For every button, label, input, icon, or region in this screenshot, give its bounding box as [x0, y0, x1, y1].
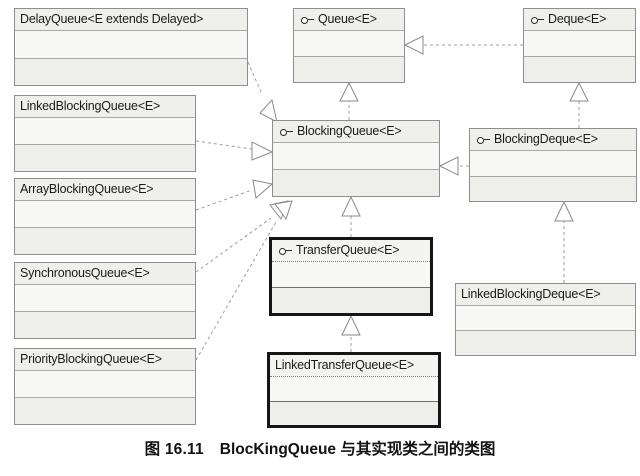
class-name-label: LinkedBlockingQueue<E> [20, 99, 161, 113]
interface-lollipop-icon [280, 128, 294, 136]
class-name-compartment: LinkedTransferQueue<E> [270, 355, 438, 377]
class-name-label: TransferQueue<E> [296, 243, 400, 257]
attributes-compartment [15, 118, 195, 145]
connector-blockingdeque-to-deque [569, 81, 589, 128]
attributes-compartment [15, 31, 247, 59]
attributes-compartment [15, 371, 195, 398]
operations-compartment [15, 398, 195, 424]
operations-compartment [294, 57, 404, 82]
connector-deque-to-queue [403, 35, 523, 55]
class-name-label: Deque<E> [548, 12, 607, 26]
uml-class-linked-blocking-deque[interactable]: LinkedBlockingDeque<E> [455, 283, 636, 356]
figure-caption: 图 16.11 BlocKingQueue 与其实现类之间的类图 [0, 437, 640, 459]
connector-linkedblockingqueue-to-blockingqueue [195, 140, 274, 161]
uml-interface-blocking-queue[interactable]: BlockingQueue<E> [272, 120, 440, 197]
class-name-label: DelayQueue<E extends Delayed> [20, 12, 204, 26]
operations-compartment [15, 145, 195, 171]
class-name-label: Queue<E> [318, 12, 377, 26]
operations-compartment [456, 331, 635, 355]
class-name-compartment: ArrayBlockingQueue<E> [15, 179, 195, 201]
uml-class-linked-blocking-queue[interactable]: LinkedBlockingQueue<E> [14, 95, 196, 172]
uml-interface-blocking-deque[interactable]: BlockingDeque<E> [469, 128, 637, 202]
connector-arrayblockingqueue-to-blockingqueue [195, 179, 274, 211]
class-name-compartment: LinkedBlockingQueue<E> [15, 96, 195, 118]
attributes-compartment [272, 262, 430, 288]
attributes-compartment [524, 31, 635, 57]
figure-title: BlocKingQueue 与其实现类之间的类图 [219, 441, 496, 458]
attributes-compartment [15, 201, 195, 228]
class-name-compartment: DelayQueue<E extends Delayed> [15, 9, 247, 31]
class-name-label: LinkedTransferQueue<E> [275, 358, 414, 372]
attributes-compartment [456, 306, 635, 331]
uml-class-delay-queue[interactable]: DelayQueue<E extends Delayed> [14, 8, 248, 86]
uml-class-linked-transfer-queue[interactable]: LinkedTransferQueue<E> [267, 352, 441, 428]
uml-interface-transfer-queue[interactable]: TransferQueue<E> [269, 237, 433, 316]
class-name-compartment: BlockingQueue<E> [273, 121, 439, 143]
attributes-compartment [15, 285, 195, 312]
uml-class-synchronous-queue[interactable]: SynchronousQueue<E> [14, 262, 196, 339]
interface-lollipop-icon [477, 136, 491, 144]
uml-interface-deque[interactable]: Deque<E> [523, 8, 636, 83]
attributes-compartment [294, 31, 404, 57]
class-name-compartment: SynchronousQueue<E> [15, 263, 195, 285]
class-name-compartment: PriorityBlockingQueue<E> [15, 349, 195, 371]
interface-lollipop-icon [301, 16, 315, 24]
operations-compartment [470, 176, 636, 201]
class-name-compartment: TransferQueue<E> [272, 240, 430, 262]
operations-compartment [15, 228, 195, 254]
attributes-compartment [273, 143, 439, 170]
figure-number: 图 16.11 [144, 441, 204, 458]
attributes-compartment [270, 377, 438, 402]
class-name-label: SynchronousQueue<E> [20, 266, 150, 280]
operations-compartment [15, 312, 195, 338]
class-name-label: LinkedBlockingDeque<E> [461, 287, 601, 301]
connector-blockingqueue-to-queue [339, 81, 359, 120]
operations-compartment [272, 288, 430, 313]
connector-linkedtransferqueue-to-transferqueue [341, 314, 361, 352]
uml-class-array-blocking-queue[interactable]: ArrayBlockingQueue<E> [14, 178, 196, 255]
class-name-label: BlockingQueue<E> [297, 124, 402, 138]
attributes-compartment [470, 151, 636, 177]
class-name-compartment: Deque<E> [524, 9, 635, 31]
operations-compartment [270, 401, 438, 425]
class-name-label: BlockingDeque<E> [494, 132, 598, 146]
connector-linkedblockingdeque-to-blockingdeque [554, 200, 574, 283]
interface-lollipop-icon [279, 247, 293, 255]
operations-compartment [273, 170, 439, 196]
class-name-label: PriorityBlockingQueue<E> [20, 352, 162, 366]
class-name-label: ArrayBlockingQueue<E> [20, 182, 154, 196]
operations-compartment [15, 58, 247, 85]
class-name-compartment: Queue<E> [294, 9, 404, 31]
class-name-compartment: LinkedBlockingDeque<E> [456, 284, 635, 306]
class-name-compartment: BlockingDeque<E> [470, 129, 636, 151]
connector-transferqueue-to-blockingqueue [341, 195, 361, 237]
uml-interface-queue[interactable]: Queue<E> [293, 8, 405, 83]
interface-lollipop-icon [531, 16, 545, 24]
connector-delayqueue-to-blockingqueue [247, 61, 278, 123]
operations-compartment [524, 57, 635, 82]
connector-blockingdeque-to-blockingqueue [438, 156, 469, 176]
uml-class-priority-blocking-queue[interactable]: PriorityBlockingQueue<E> [14, 348, 196, 425]
